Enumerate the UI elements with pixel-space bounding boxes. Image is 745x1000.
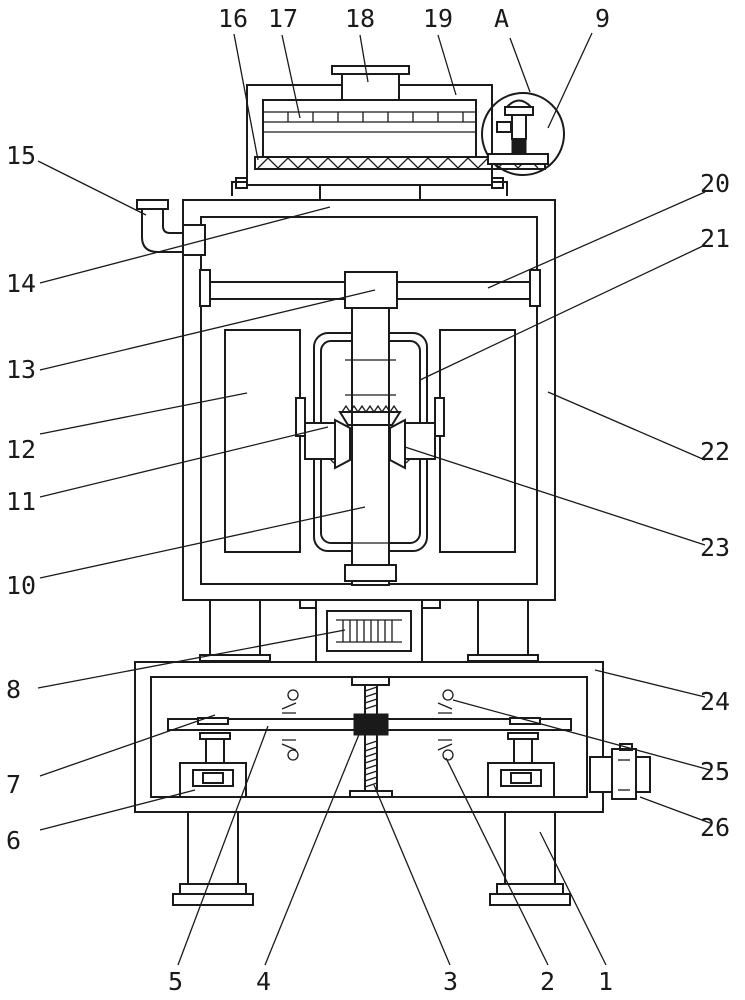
label-18: 18 (345, 4, 375, 33)
label-4: 4 (256, 967, 271, 996)
leader-lines (37, 32, 711, 966)
label-5: 5 (168, 967, 183, 996)
label-9: 9 (595, 4, 610, 33)
label-11: 11 (6, 487, 36, 516)
top-housing (231, 65, 546, 201)
label-22: 22 (700, 437, 730, 466)
label-a: A (494, 4, 509, 33)
part-labels: 16 17 18 19 A 9 15 14 13 12 11 10 8 7 6 … (6, 4, 730, 996)
label-10: 10 (6, 571, 36, 600)
bottom-feet (172, 811, 571, 906)
label-20: 20 (700, 169, 730, 198)
label-23: 23 (700, 533, 730, 562)
label-24: 24 (700, 687, 730, 716)
label-6: 6 (6, 826, 21, 855)
label-25: 25 (700, 757, 730, 786)
label-15: 15 (6, 141, 36, 170)
label-1: 1 (598, 967, 613, 996)
label-19: 19 (423, 4, 453, 33)
label-14: 14 (6, 269, 36, 298)
label-7: 7 (6, 770, 21, 799)
label-26: 26 (700, 813, 730, 842)
label-2: 2 (540, 967, 555, 996)
label-12: 12 (6, 435, 36, 464)
label-17: 17 (268, 4, 298, 33)
upper-legs (199, 599, 539, 663)
main-tank (136, 199, 556, 601)
label-21: 21 (700, 224, 730, 253)
detail-a (481, 92, 565, 176)
label-8: 8 (6, 675, 21, 704)
lower-base (134, 661, 651, 813)
label-13: 13 (6, 355, 36, 384)
label-16: 16 (218, 4, 248, 33)
label-3: 3 (443, 967, 458, 996)
